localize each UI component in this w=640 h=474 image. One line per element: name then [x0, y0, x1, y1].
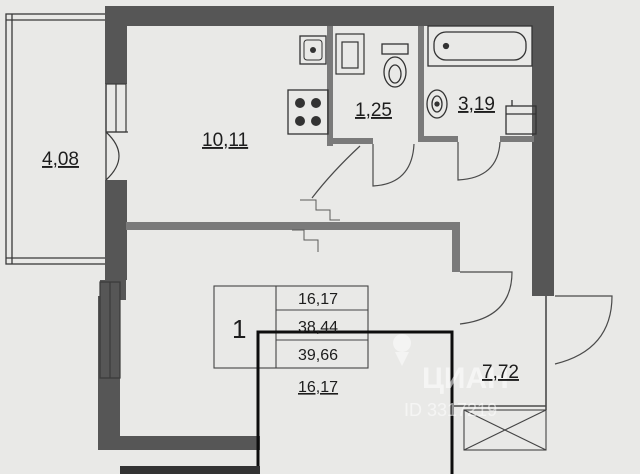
toilet-icon	[381, 43, 409, 88]
bathtub-icon	[427, 25, 533, 67]
kitchen-door-hatch	[292, 199, 340, 252]
living-window	[99, 281, 121, 379]
bathroom-area-label: 3,19	[458, 94, 495, 115]
toilet-area-label: 1,25	[355, 100, 392, 121]
sink-icon	[299, 35, 327, 65]
watermark: ЦИАН ID 3317219	[393, 334, 509, 420]
map-pin-icon	[393, 334, 412, 366]
bottom-wall-fragment	[120, 466, 260, 474]
balcony	[5, 13, 107, 265]
room-count-label: 1	[232, 314, 246, 344]
balcony-door	[105, 131, 128, 181]
total-area-with-balcony-row: 39,66	[298, 347, 338, 364]
toilet-cistern-icon	[335, 33, 365, 75]
stove-icon	[287, 89, 329, 135]
living-area-row: 16,17	[298, 291, 338, 308]
door-swings	[311, 141, 613, 365]
kitchen-area-label: 10,11	[202, 130, 248, 151]
total-area-row: 38,44	[298, 319, 338, 336]
watermark-brand: ЦИАН	[422, 362, 509, 395]
washing-machine-icon	[505, 100, 537, 135]
summary-table	[213, 285, 369, 369]
washbasin-icon	[426, 89, 448, 119]
inner-walls	[126, 26, 534, 272]
balcony-area-label: 4,08	[42, 149, 79, 170]
hall-area-label: 7,72	[482, 362, 519, 383]
hall-walls	[454, 296, 547, 410]
living-area-repeat-row: 16,17	[298, 379, 338, 396]
overlay-frame	[256, 330, 454, 474]
watermark-id: ID 3317219	[404, 400, 497, 420]
wardrobe-icon	[463, 409, 547, 451]
